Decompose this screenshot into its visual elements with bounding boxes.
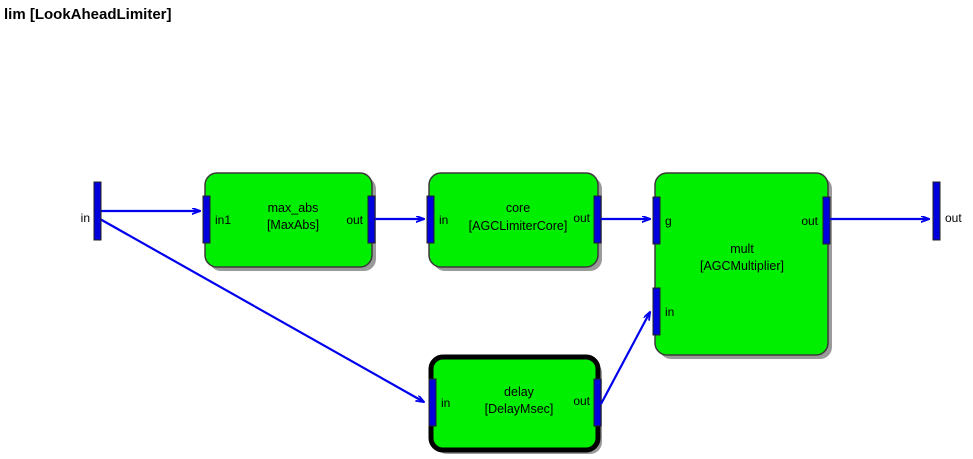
- block-max_abs[interactable]: max_abs [MaxAbs] in1 out: [202, 172, 376, 271]
- block-max_abs-port-in1[interactable]: in1: [202, 195, 231, 244]
- block-mult[interactable]: mult [AGCMultiplier] g in out: [652, 172, 832, 359]
- block-max_abs-port-label-in1: in1: [215, 213, 231, 227]
- block-body[interactable]: [654, 172, 829, 356]
- block-mult-port-label-g: g: [665, 214, 672, 228]
- block-mult-port-g[interactable]: g: [652, 196, 672, 245]
- block-name-core: core: [506, 201, 530, 215]
- blocks-layer: max_abs [MaxAbs] in1 out core [AGCLimiterCore…: [202, 172, 832, 454]
- page-title: lim [LookAheadLimiter]: [4, 6, 172, 23]
- block-name-mult: mult: [730, 242, 754, 256]
- block-max_abs-port-out[interactable]: out: [346, 195, 376, 244]
- block-delay-port-label-in: in: [441, 396, 450, 410]
- block-type-max_abs: [MaxAbs]: [267, 218, 319, 232]
- wire-delay-out-to-mult-in[interactable]: [600, 312, 650, 405]
- block-max_abs-port-label-out: out: [346, 213, 363, 227]
- block-name-delay: delay: [504, 385, 535, 399]
- block-delay-port-out[interactable]: out: [573, 378, 602, 427]
- block-mult-port-in[interactable]: in: [652, 287, 674, 336]
- block-type-mult: [AGCMultiplier]: [700, 259, 784, 273]
- wires-layer: [99, 211, 929, 405]
- block-core-port-in[interactable]: in: [426, 195, 448, 244]
- block-delay-port-label-out: out: [573, 394, 590, 408]
- block-mult-port-label-in: in: [665, 305, 674, 319]
- external-port-in-input[interactable]: in: [81, 181, 102, 241]
- external-port-out-output[interactable]: out: [932, 181, 962, 241]
- block-core-port-label-in: in: [439, 213, 448, 227]
- external-port-label-in: in: [81, 211, 90, 225]
- block-delay-port-in[interactable]: in: [428, 378, 450, 427]
- block-mult-port-label-out: out: [801, 214, 818, 228]
- block-core[interactable]: core [AGCLimiterCore] in out: [426, 172, 602, 271]
- block-delay[interactable]: delay [DelayMsec] in out: [428, 354, 602, 454]
- block-type-delay: [DelayMsec]: [485, 402, 554, 416]
- block-mult-port-out[interactable]: out: [801, 196, 831, 245]
- block-name-max_abs: max_abs: [268, 201, 319, 215]
- block-core-port-label-out: out: [573, 211, 590, 225]
- external-port-label-out: out: [945, 211, 962, 225]
- block-type-core: [AGCLimiterCore]: [469, 219, 568, 233]
- external-ports-layer: in out: [81, 181, 962, 241]
- wire-ext-in-to-delay-in[interactable]: [99, 218, 424, 402]
